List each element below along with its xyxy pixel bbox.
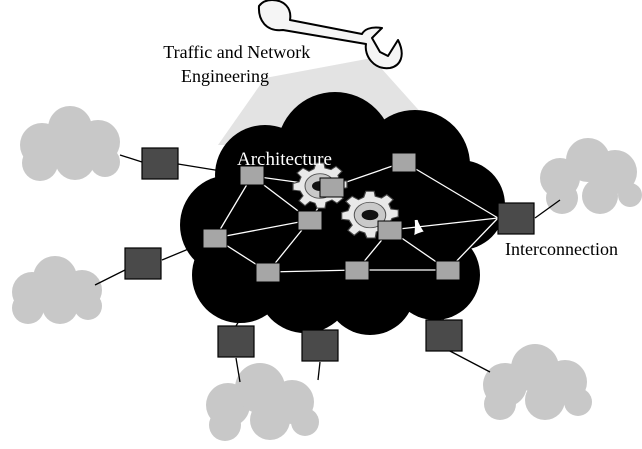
border-router [124, 247, 162, 280]
border-router [217, 325, 255, 358]
border-routers [124, 147, 535, 362]
external-network-cloud [12, 256, 102, 324]
core-router [255, 262, 281, 283]
border-router [425, 319, 463, 352]
core-router [297, 210, 323, 231]
wrench-icon [257, 0, 403, 70]
interconnection-label: Interconnection [505, 239, 618, 259]
core-router [391, 152, 417, 173]
core-router [319, 177, 345, 198]
engineering-label: Traffic and Network Engineering [163, 42, 314, 86]
core-router [202, 228, 228, 249]
core-router [344, 260, 370, 281]
core-router [239, 165, 265, 186]
external-network-cloud [483, 344, 592, 420]
external-network-cloud [20, 106, 120, 181]
engineering-label-line2: Engineering [181, 66, 269, 86]
core-router [377, 220, 403, 241]
core-router [435, 260, 461, 281]
core-routers [202, 152, 461, 283]
border-router [497, 202, 535, 235]
external-network-cloud [206, 363, 319, 441]
border-router [301, 329, 339, 362]
border-router [141, 147, 179, 180]
engineering-label-line1: Traffic and Network [163, 42, 310, 62]
external-network-cloud [540, 138, 642, 214]
architecture-label: Architecture [237, 149, 332, 170]
